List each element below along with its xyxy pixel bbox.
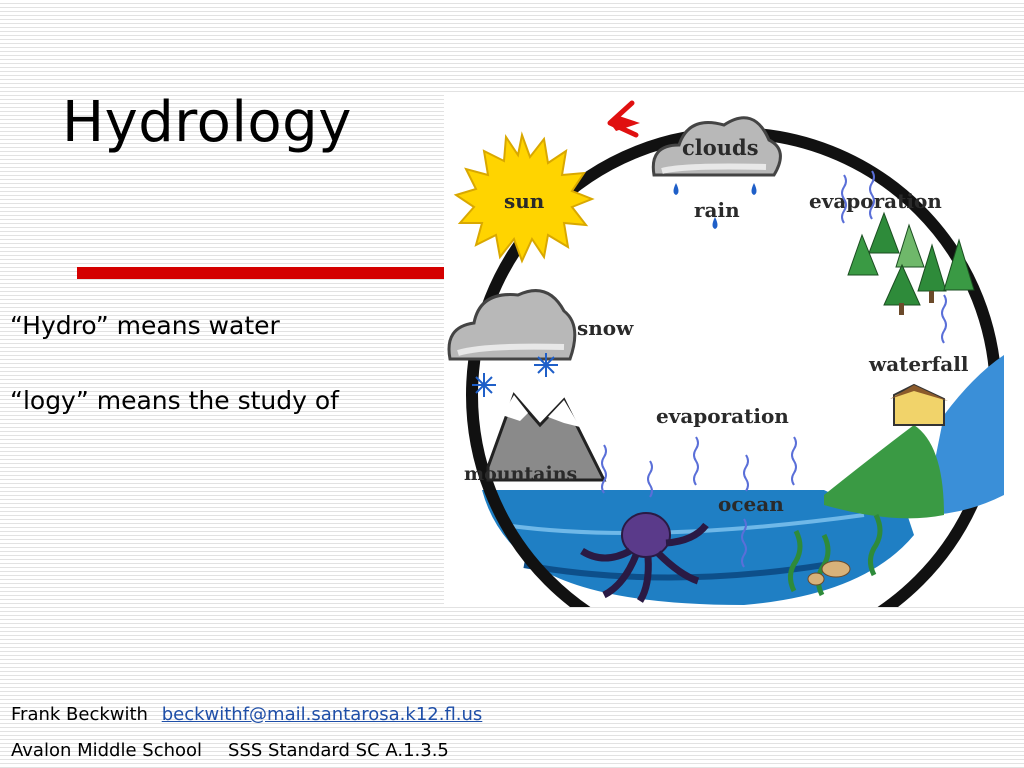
house-icon [890, 383, 948, 426]
mountains-icon [486, 392, 607, 482]
label-evaporation-middle: evaporation [656, 404, 789, 428]
snow-cloud-icon [447, 289, 577, 361]
label-rain: rain [694, 198, 740, 222]
octopus-icon [580, 512, 709, 603]
cycle-arrow-icon [607, 100, 640, 138]
water-cycle-diagram: sun clouds rain evaporation [444, 95, 1024, 607]
label-waterfall: waterfall [868, 352, 969, 376]
cloud-icon [651, 116, 782, 177]
bullet-hydro: “Hydro” means water [10, 311, 280, 340]
standard-code: SSS Standard SC A.1.3.5 [228, 740, 449, 761]
label-clouds: clouds [682, 135, 759, 160]
label-snow: snow [577, 316, 634, 340]
snowflake-icons [472, 353, 558, 397]
label-sun: sun [504, 189, 545, 213]
bullet-logy: “logy” means the study of [10, 386, 339, 415]
label-evaporation-top: evaporation [809, 189, 942, 213]
forest-icon [847, 211, 975, 315]
author-email-link[interactable]: beckwithf@mail.santarosa.k12.fl.us [161, 704, 483, 725]
label-ocean: ocean [718, 492, 784, 516]
footer-credit: Frank Beckwith beckwithf@mail.santarosa.… [11, 704, 482, 725]
rocks-icon [807, 560, 851, 586]
evaporation-wisps-middle [601, 436, 797, 568]
waterfall-icon [824, 355, 1004, 519]
school-name: Avalon Middle School [11, 740, 203, 761]
author-name: Frank Beckwith [11, 704, 148, 725]
title-underline-bar [77, 267, 445, 279]
footer-school: Avalon Middle School SSS Standard SC A.1.… [11, 740, 449, 761]
sun-icon [453, 131, 595, 264]
raindrop-icons [673, 183, 757, 229]
slide-title: Hydrology [62, 90, 352, 155]
evaporation-wisps-top [841, 170, 947, 344]
label-mountains: mountains [464, 463, 577, 485]
